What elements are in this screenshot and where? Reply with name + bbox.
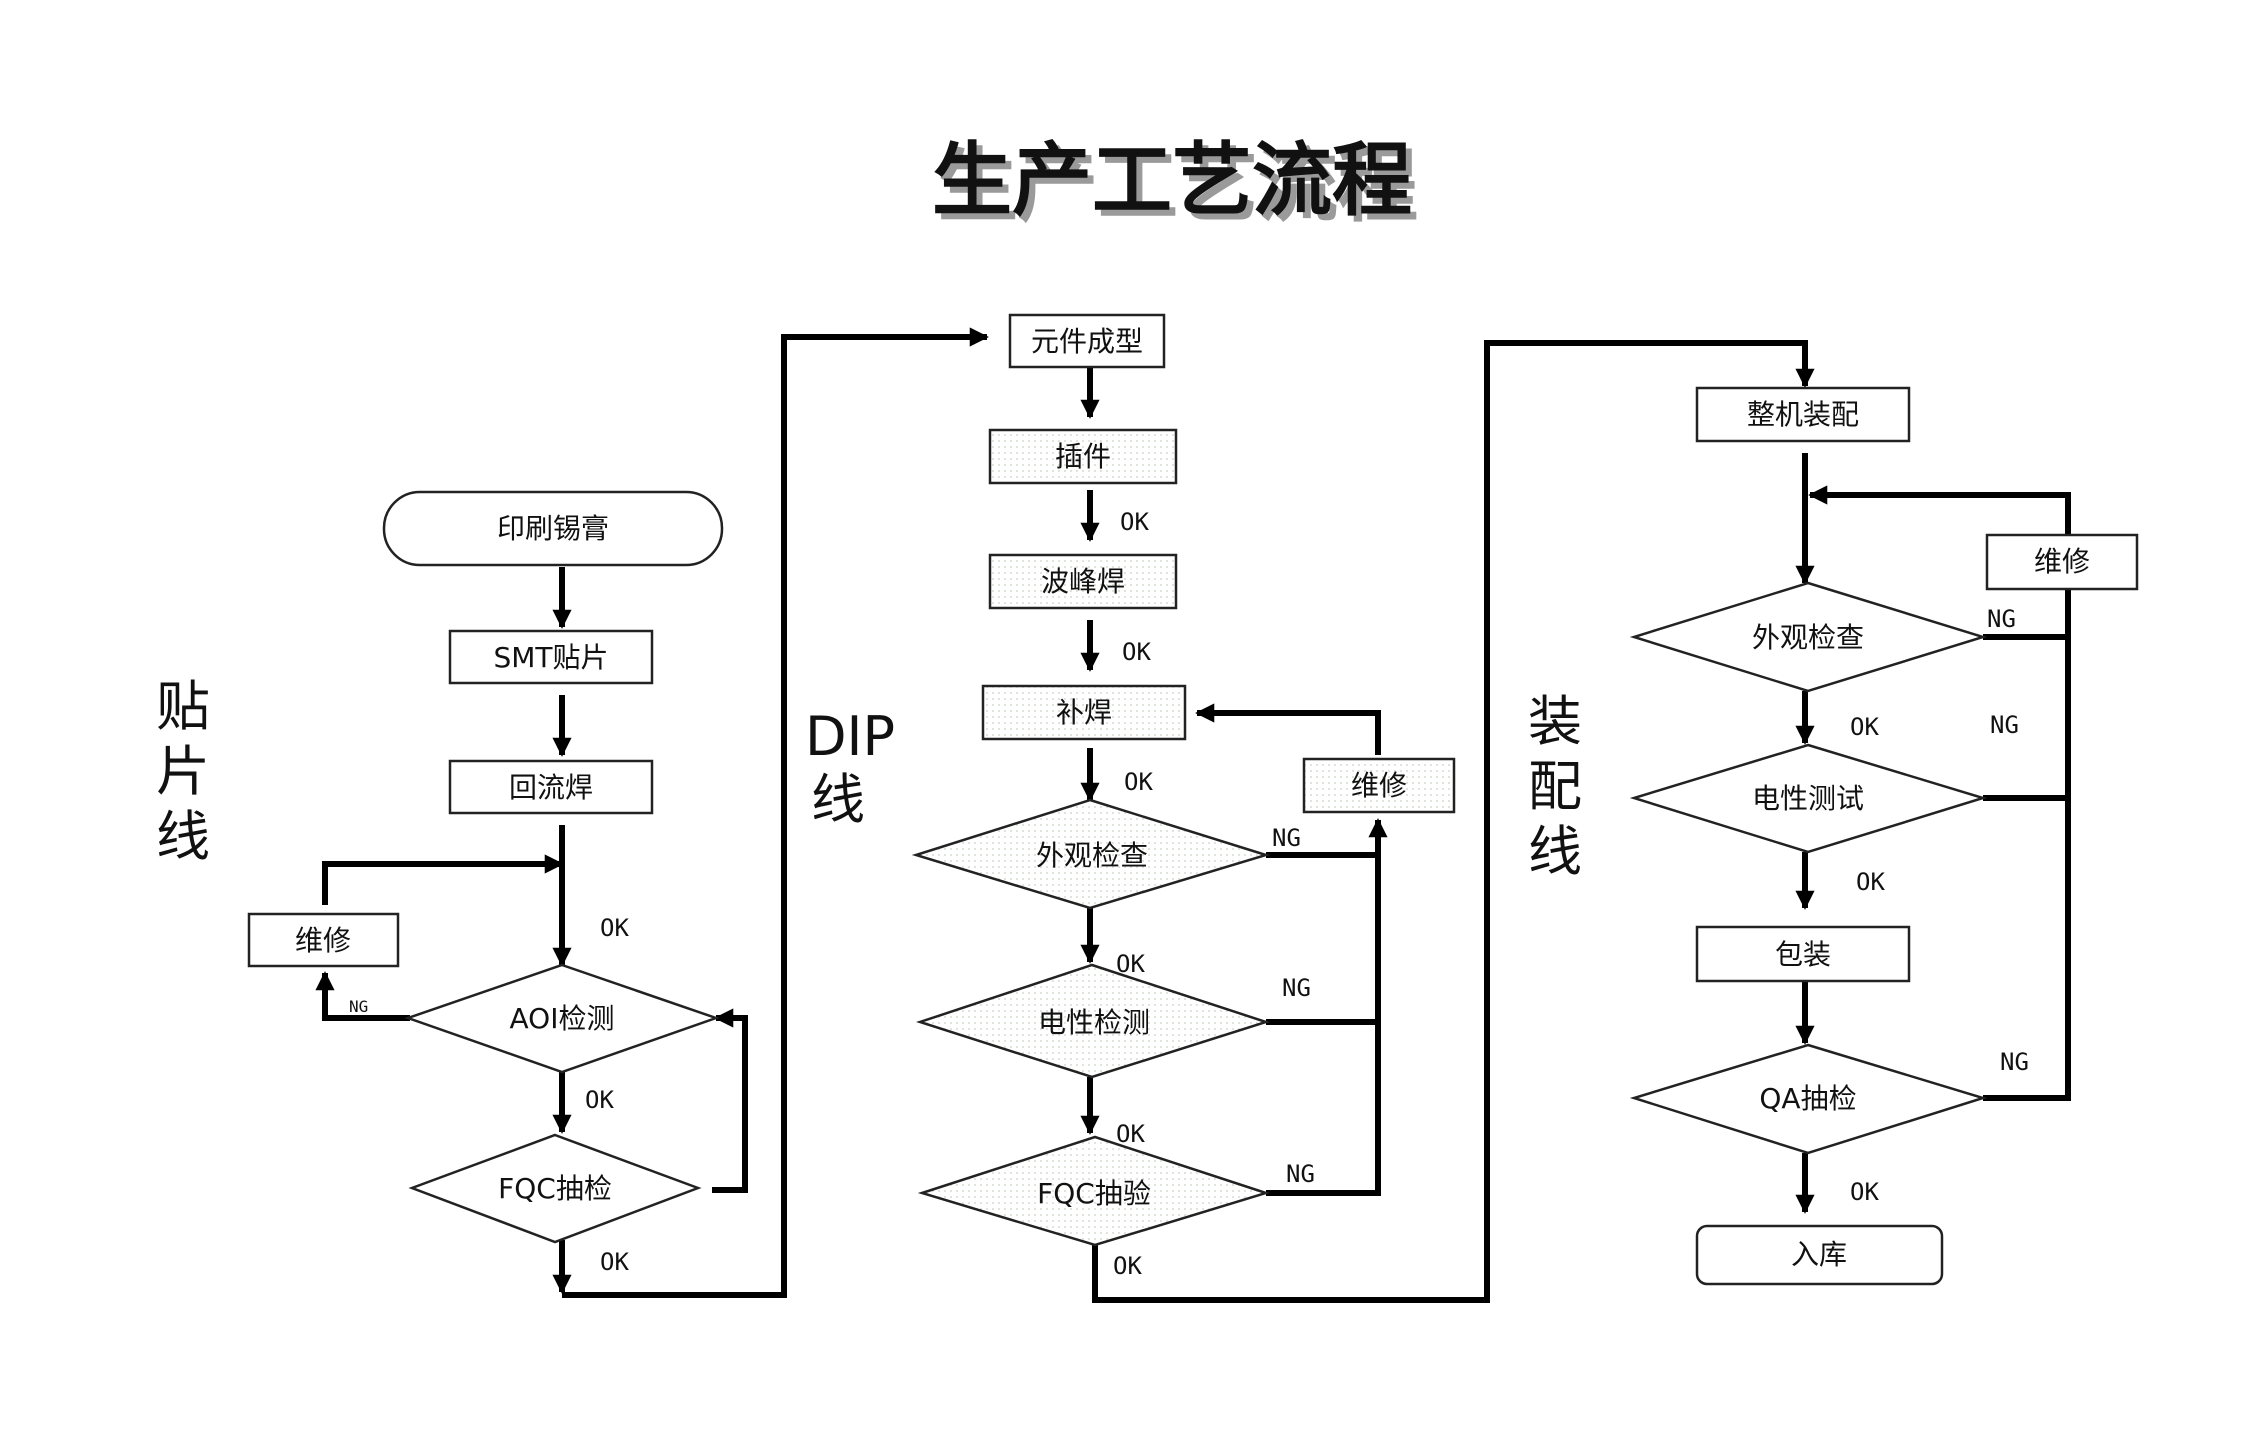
lane-smt-char-1: 贴	[156, 675, 210, 738]
node-label: AOI检测	[510, 1002, 615, 1035]
arrow-dip-to-assembly	[1092, 340, 1815, 1303]
node-label: 入库	[1791, 1238, 1847, 1271]
node-label: 外观检查	[1752, 621, 1864, 654]
node-smt-repair: 维修	[247, 912, 400, 968]
node-label: 维修	[1351, 769, 1407, 802]
ng-label: NG	[1282, 974, 1311, 1002]
ok-label: OK	[1113, 1252, 1142, 1280]
arrow-asm-repair-back	[1808, 485, 2071, 535]
node-dip-fqc: FQC抽验	[917, 1135, 1271, 1247]
node-label: 回流焊	[509, 771, 593, 804]
node-label: 补焊	[1056, 696, 1112, 729]
ok-label: OK	[600, 1248, 629, 1276]
node-label: 维修	[295, 924, 351, 957]
arrow-dip-repair-to-touchup	[1195, 703, 1381, 755]
node-asm-repair: 维修	[1985, 533, 2139, 591]
node-label: 整机装配	[1747, 398, 1859, 431]
lane-dip-line-2: 线	[811, 768, 865, 831]
line-asm-qa-ng	[1983, 587, 2071, 1101]
ok-label: OK	[1124, 768, 1153, 796]
node-label: 插件	[1055, 440, 1111, 473]
node-insert: 插件	[988, 428, 1178, 485]
lane-assembly-char-1: 装	[1528, 690, 1582, 753]
node-warehouse: 入库	[1695, 1224, 1944, 1286]
lane-smt-char-3: 线	[156, 805, 210, 868]
node-label: 包装	[1775, 938, 1831, 971]
arrow-dip-ng-to-repair	[1266, 818, 1388, 1196]
page-title-shadow: 生产工艺流程	[938, 140, 1418, 233]
node-label: 维修	[2034, 545, 2090, 578]
lane-assembly-char-3: 线	[1528, 820, 1582, 883]
node-label: 波峰焊	[1041, 565, 1125, 598]
node-reflow: 回流焊	[448, 759, 654, 815]
node-label: 电性检测	[1038, 1006, 1150, 1039]
node-packing: 包装	[1695, 925, 1911, 983]
node-label: 电性测试	[1752, 782, 1864, 815]
ok-label: OK	[1120, 508, 1149, 536]
ok-label: OK	[1122, 638, 1151, 666]
page-title: 生产工艺流程	[932, 134, 1412, 227]
lane-label-dip: DIP 线	[805, 705, 895, 831]
arrow-repair-back	[322, 854, 564, 905]
flow-labels: OK NG OK OK OK OK OK NG OK NG OK NG OK N…	[349, 508, 2029, 1280]
arrow-smt-to-dip	[562, 327, 989, 1298]
ok-label: OK	[1850, 713, 1879, 741]
node-label: 外观检查	[1036, 839, 1148, 872]
ng-label: NG	[1272, 824, 1301, 852]
ok-label: OK	[1856, 868, 1885, 896]
node-wave: 波峰焊	[988, 553, 1178, 610]
node-dip-visual: 外观检查	[911, 798, 1271, 910]
node-dip-repair: 维修	[1302, 757, 1456, 814]
node-final-assembly: 整机装配	[1695, 386, 1911, 443]
node-forming: 元件成型	[1008, 313, 1166, 369]
arrow-aoi-ng-to-repair	[315, 971, 410, 1021]
lane-smt-char-2: 片	[156, 740, 210, 803]
ng-label: NG	[1990, 711, 2019, 739]
node-label: 印刷锡膏	[497, 512, 609, 545]
lane-assembly-char-2: 配	[1528, 755, 1582, 818]
node-label: FQC抽验	[1037, 1177, 1151, 1210]
node-label: SMT贴片	[493, 641, 608, 674]
ng-label: NG	[1987, 605, 2016, 633]
node-qa: QA抽检	[1629, 1043, 1988, 1155]
lane-dip-line-1: DIP	[805, 705, 895, 768]
ok-label: OK	[1850, 1178, 1879, 1206]
node-asm-electric: 电性测试	[1629, 743, 1988, 854]
node-dip-electric: 电性检测	[915, 963, 1271, 1079]
ok-label: OK	[600, 914, 629, 942]
lane-label-assembly: 装 配 线	[1528, 690, 1582, 883]
node-asm-visual: 外观检查	[1629, 581, 1988, 693]
ok-label: OK	[1116, 950, 1145, 978]
node-print-paste: 印刷锡膏	[382, 490, 724, 567]
node-smt-mount: SMT贴片	[448, 629, 654, 685]
node-smt-fqc: FQC抽检	[408, 1133, 702, 1244]
ng-label: NG	[349, 997, 368, 1016]
node-aoi: AOI检测	[404, 963, 720, 1074]
node-touchup: 补焊	[981, 684, 1187, 741]
connectors	[315, 327, 2071, 1303]
node-label: 元件成型	[1031, 325, 1143, 358]
arrow-fqc-ng-to-aoi	[712, 1008, 748, 1193]
ok-label: OK	[585, 1086, 614, 1114]
lane-label-smt: 贴 片 线	[156, 675, 210, 868]
node-label: QA抽检	[1759, 1082, 1856, 1115]
ok-label: OK	[1116, 1120, 1145, 1148]
ng-label: NG	[1286, 1160, 1315, 1188]
ng-label: NG	[2000, 1048, 2029, 1076]
node-label: FQC抽检	[498, 1172, 612, 1205]
